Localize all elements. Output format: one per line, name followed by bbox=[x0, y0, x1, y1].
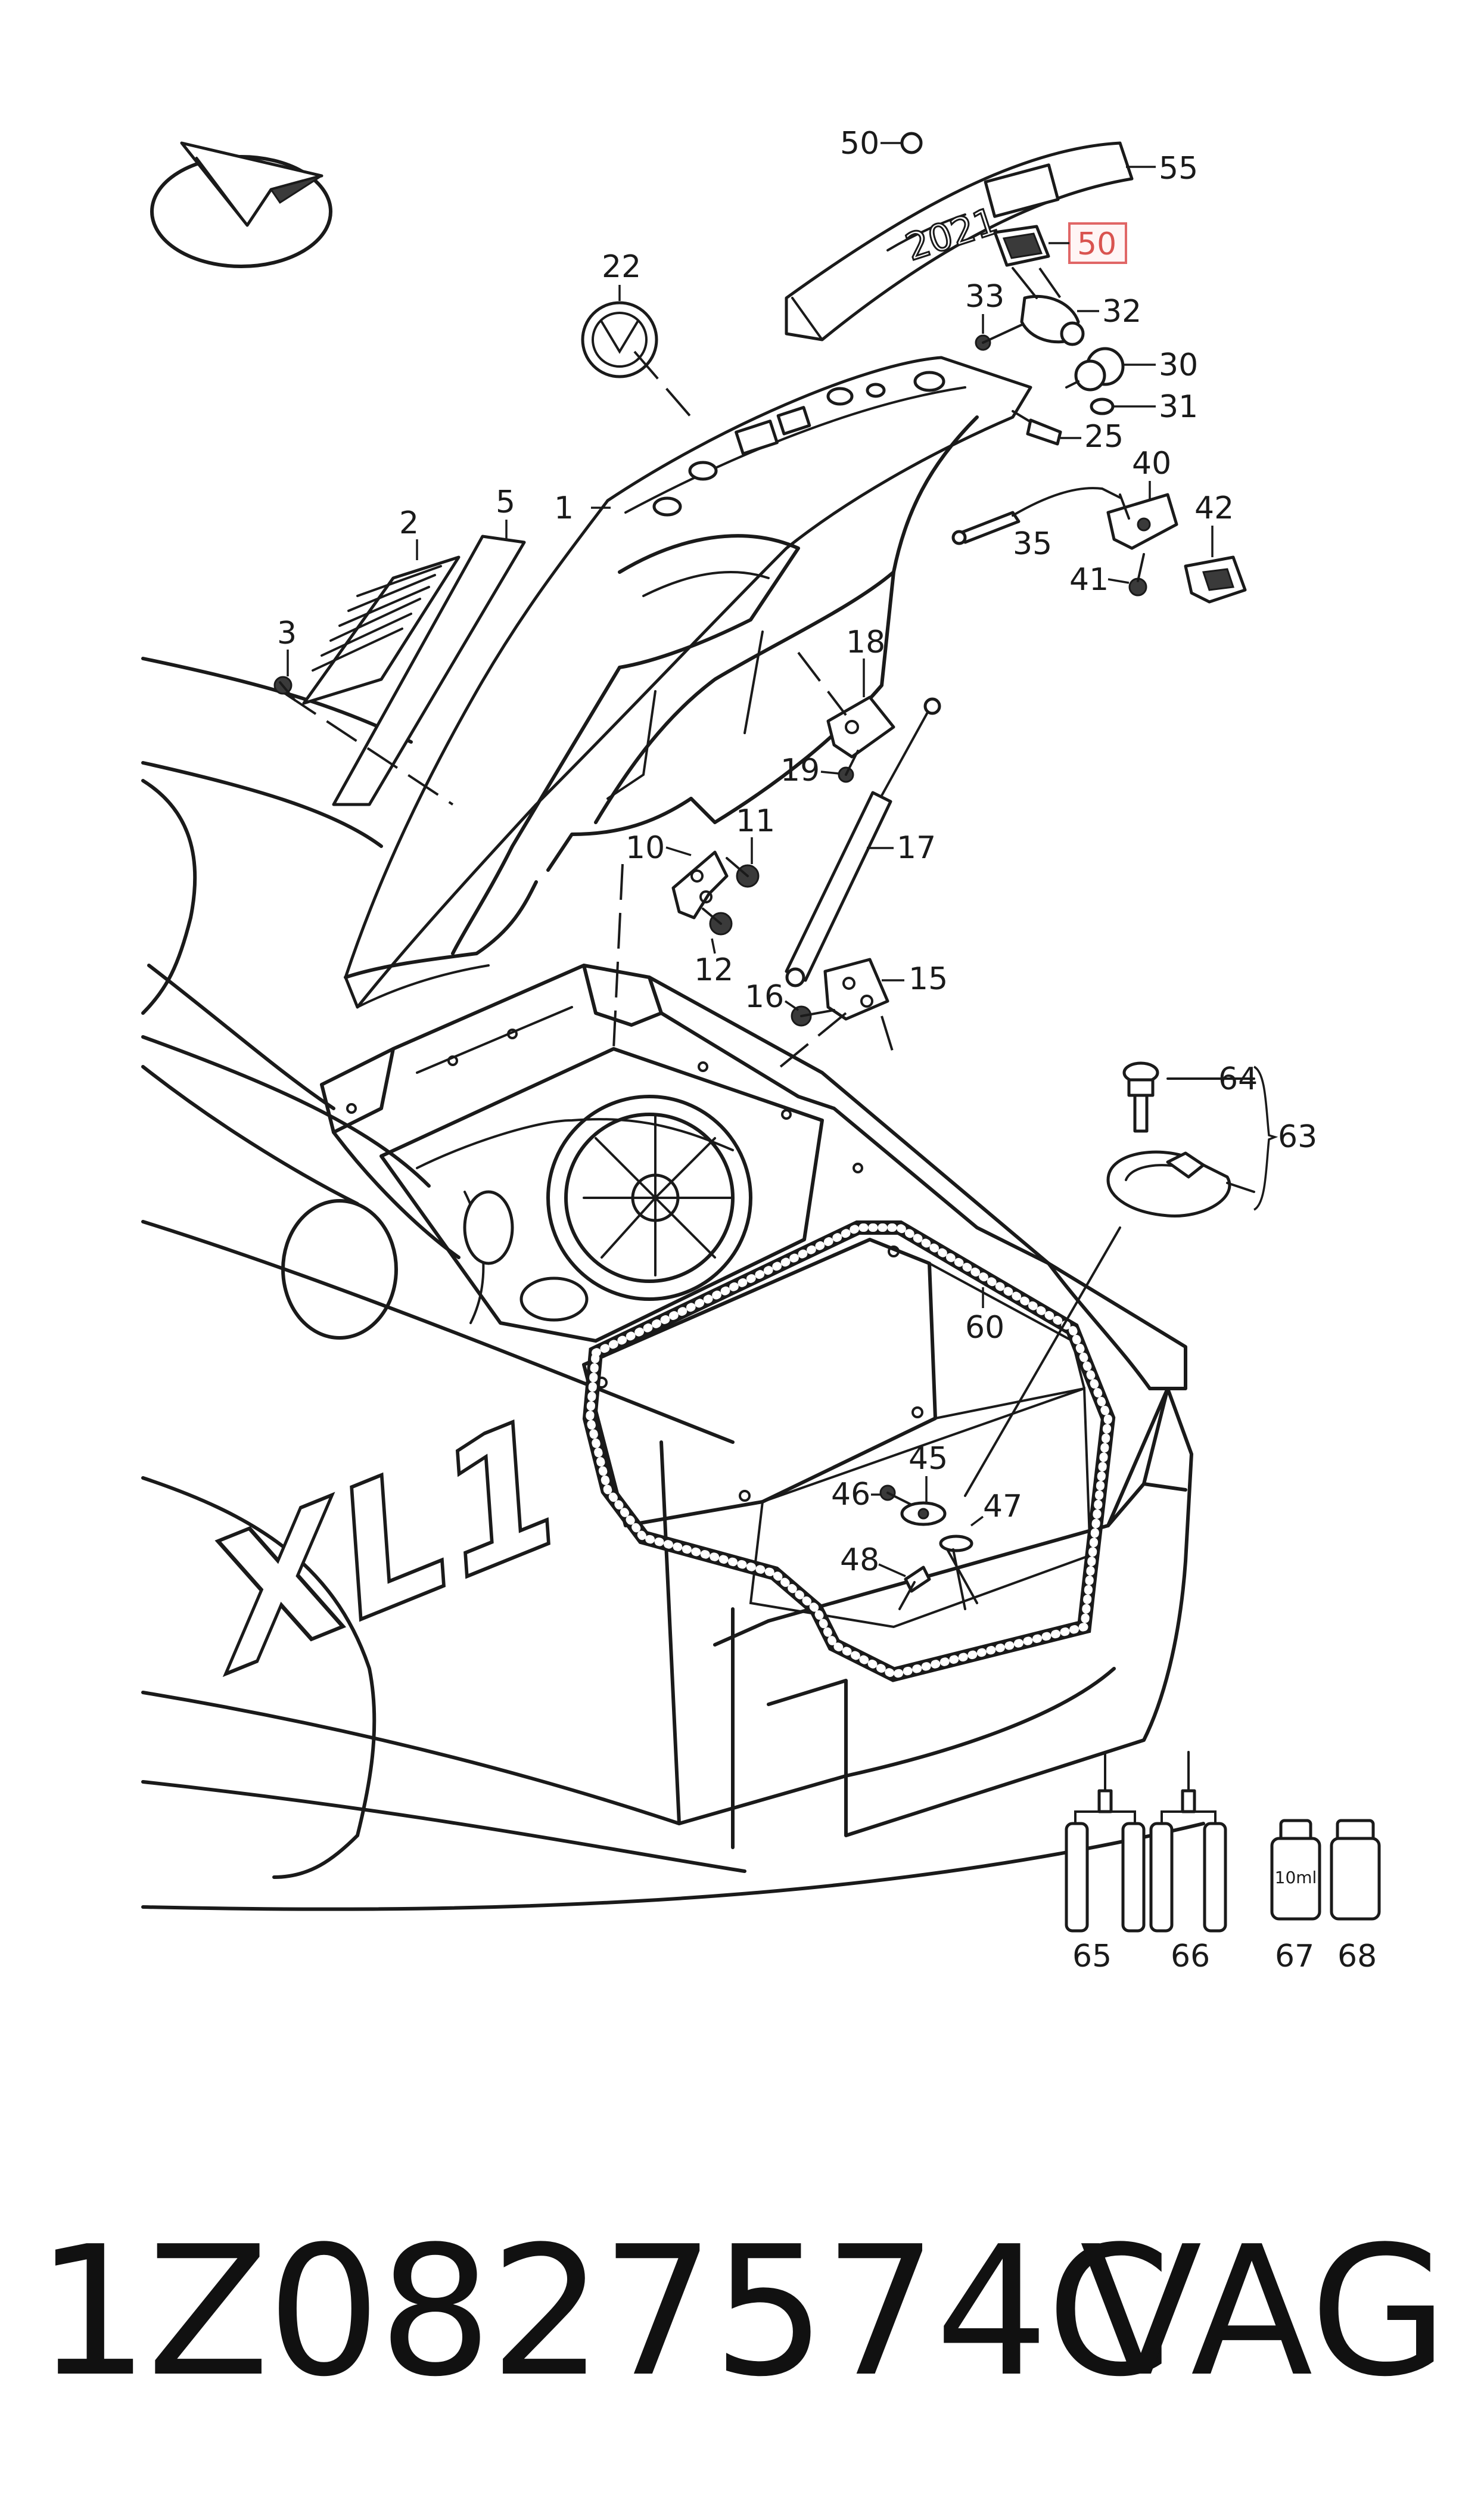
luggage-compartment: XL1 bbox=[209, 1220, 1116, 1720]
callout-5: 5 bbox=[496, 484, 515, 520]
bottle-label: 10ml bbox=[1275, 1868, 1317, 1887]
part-16-bolt bbox=[791, 1005, 835, 1027]
callout-2: 2 bbox=[399, 505, 419, 541]
part-41-screw bbox=[1128, 553, 1147, 597]
callout-12: 12 bbox=[694, 952, 733, 988]
callout-55: 55 bbox=[1159, 151, 1198, 187]
callout-63: 63 bbox=[1278, 1119, 1317, 1155]
part-33-screw bbox=[975, 324, 1023, 351]
part-51-clip bbox=[900, 132, 923, 154]
orientation-arrow-icon bbox=[150, 141, 332, 268]
callout-45: 45 bbox=[909, 1441, 948, 1477]
callout-1: 1 bbox=[554, 490, 574, 526]
trunk-emblem: XL1 bbox=[211, 1371, 562, 1718]
part-32-switch bbox=[1012, 267, 1085, 346]
callout-17: 17 bbox=[897, 830, 936, 866]
callout-11: 11 bbox=[736, 803, 775, 839]
part-2-trim-panel bbox=[302, 555, 461, 705]
part-31-bulb bbox=[1090, 397, 1115, 415]
exploded-parts-diagram: XL1 bbox=[141, 126, 1381, 1974]
callout-31: 31 bbox=[1159, 389, 1198, 425]
callout-60: 60 bbox=[965, 1310, 1004, 1346]
part-46-screw bbox=[879, 1484, 913, 1506]
callout-10: 10 bbox=[626, 830, 665, 866]
callout-33: 33 bbox=[965, 279, 1004, 315]
part-25-connector bbox=[1012, 410, 1062, 446]
callout-64: 64 bbox=[1218, 1061, 1258, 1097]
part-48-clip bbox=[898, 1566, 931, 1610]
part-30-bulb-holder bbox=[1065, 347, 1125, 392]
callout-65: 65 bbox=[1072, 1939, 1112, 1974]
part-15-hinge bbox=[823, 958, 889, 1021]
callout-18: 18 bbox=[846, 625, 885, 660]
car-body-outline bbox=[141, 657, 1205, 1911]
callout-30: 30 bbox=[1159, 347, 1198, 383]
callout-68: 68 bbox=[1337, 1939, 1377, 1974]
part-11-bolt bbox=[726, 857, 760, 888]
assembly-guide-lines bbox=[285, 267, 1255, 1610]
callout-32: 32 bbox=[1102, 294, 1141, 330]
callout-40: 40 bbox=[1132, 446, 1171, 482]
callout-66: 66 bbox=[1171, 1939, 1210, 1974]
part-47-clip bbox=[939, 1535, 973, 1552]
part-68-primer-bottle bbox=[1330, 1819, 1381, 1921]
part-65-adhesive-cartridge bbox=[1065, 1751, 1146, 1933]
part-67-primer-bottle: 10ml bbox=[1270, 1819, 1321, 1921]
callout-25: 25 bbox=[1084, 419, 1124, 455]
part-45-grommet bbox=[900, 1501, 947, 1526]
callout-15: 15 bbox=[909, 961, 948, 997]
part-66-adhesive-cartridge bbox=[1149, 1751, 1227, 1933]
part-35-cable bbox=[951, 487, 1121, 545]
callout-35: 35 bbox=[1013, 526, 1052, 562]
part-10-hinge bbox=[671, 850, 729, 920]
callout-16: 16 bbox=[745, 979, 784, 1015]
spare-wheel-well bbox=[379, 1047, 824, 1343]
part-12-bolt bbox=[702, 908, 733, 936]
callout-22: 22 bbox=[602, 249, 641, 285]
part-64-bolt bbox=[1122, 1061, 1159, 1133]
callout-labels: 1 2 3 5 10 11 12 15 16 17 18 19 bbox=[277, 126, 1377, 1974]
callout-19: 19 bbox=[780, 753, 820, 788]
part-63-lashing-eye bbox=[1106, 1150, 1231, 1217]
part-17-gas-strut bbox=[785, 697, 941, 987]
callout-51: 50 bbox=[840, 126, 879, 161]
part-40-lock bbox=[1106, 493, 1178, 550]
part-42-buffer bbox=[1184, 555, 1247, 604]
callout-48: 48 bbox=[840, 1542, 879, 1578]
callout-3: 3 bbox=[277, 616, 297, 651]
part-number-text: 1Z0827574C bbox=[36, 2208, 1171, 2416]
callout-50-highlighted: 50 bbox=[1077, 226, 1116, 262]
callout-42: 42 bbox=[1194, 490, 1234, 526]
callout-41: 41 bbox=[1069, 562, 1109, 598]
part-19-screw bbox=[838, 750, 859, 783]
part-22-emblem bbox=[581, 301, 658, 378]
callout-47: 47 bbox=[983, 1489, 1022, 1524]
callout-67: 67 bbox=[1275, 1939, 1314, 1974]
tailgate-lid bbox=[344, 356, 1032, 1009]
brand-text: VAG bbox=[1079, 2208, 1448, 2416]
part-5-trim-strip bbox=[332, 535, 526, 806]
part-50-lamp bbox=[993, 225, 1050, 267]
callout-46: 46 bbox=[831, 1477, 870, 1512]
